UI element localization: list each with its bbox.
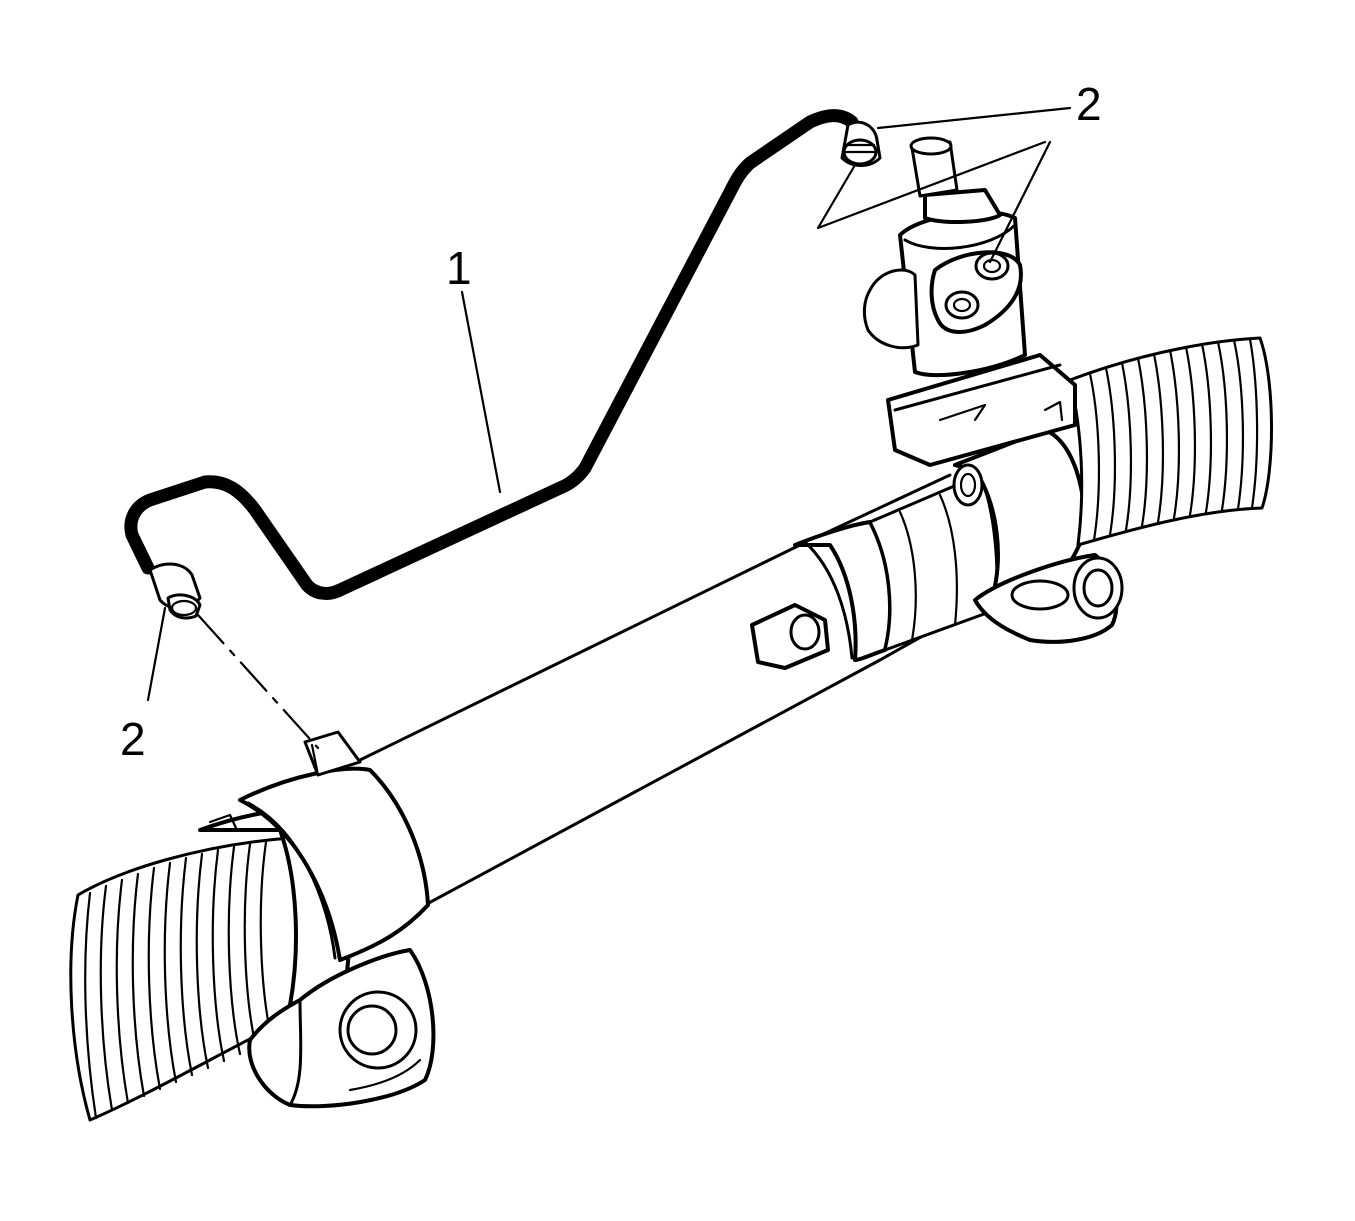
upper-pipe-fitting bbox=[840, 120, 882, 167]
left-mounting-bracket bbox=[247, 948, 436, 1109]
fitting-alignment-centerline bbox=[196, 613, 320, 750]
pinion-tower bbox=[862, 136, 1077, 467]
lower-pipe-fitting bbox=[148, 562, 202, 620]
callout-label-2-top: 2 bbox=[1076, 78, 1102, 130]
center-mounting-boss bbox=[750, 603, 830, 670]
callout-label-2-bottom: 2 bbox=[120, 713, 146, 765]
left-bellows-boot bbox=[69, 836, 332, 1122]
center-sleeve bbox=[793, 473, 999, 662]
right-bellows-boot bbox=[1068, 336, 1273, 547]
right-mounting-bracket bbox=[973, 553, 1124, 644]
callout-label-1: 1 bbox=[446, 242, 472, 294]
left-port-boss bbox=[303, 730, 362, 777]
callout-leader-lines bbox=[146, 106, 1072, 702]
valve-housing bbox=[952, 428, 1087, 607]
pressure-pipe bbox=[124, 109, 859, 600]
